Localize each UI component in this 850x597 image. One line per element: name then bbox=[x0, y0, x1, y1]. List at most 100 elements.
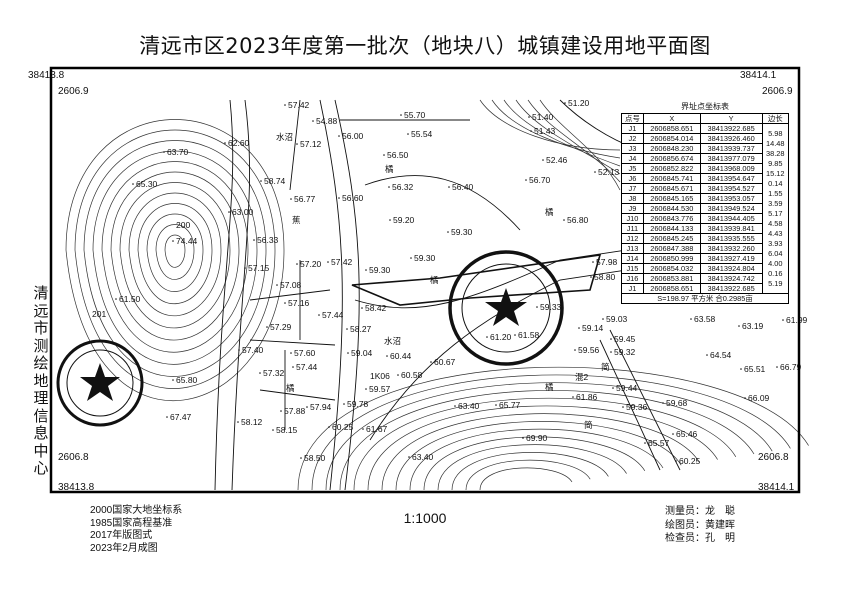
cell-x: 2606847.388 bbox=[642, 243, 701, 254]
spot-height-dot bbox=[300, 457, 302, 459]
cell-x: 2606845.741 bbox=[642, 173, 701, 184]
elevation-label: 59.56 bbox=[578, 345, 600, 355]
elevation-label: 65.80 bbox=[176, 375, 198, 385]
contour-line bbox=[146, 213, 204, 292]
cell-len: 0.16 bbox=[761, 268, 790, 279]
elevation-label: 57.15 bbox=[248, 263, 270, 273]
corner-top-right-y: 38414.1 bbox=[740, 70, 777, 81]
elevation-label: 58.27 bbox=[350, 324, 372, 334]
elevation-label: 59.68 bbox=[666, 398, 688, 408]
map-line bbox=[231, 99, 251, 491]
land-parcel-boundary bbox=[351, 254, 602, 306]
spot-height-dot bbox=[365, 269, 367, 271]
spot-height-dot bbox=[115, 298, 117, 300]
elevation-label: 60.25 bbox=[679, 456, 701, 466]
spot-height-dot bbox=[447, 231, 449, 233]
elevation-label: 60.67 bbox=[434, 357, 456, 367]
elevation-label: 58.74 bbox=[264, 176, 286, 186]
cell-len: 9.85 bbox=[761, 158, 790, 169]
cell-len: 14.48 bbox=[761, 138, 790, 149]
cell-x: 2606845.245 bbox=[642, 233, 701, 244]
elevation-label: 51.40 bbox=[532, 112, 554, 122]
spot-height-dot bbox=[675, 460, 677, 462]
contour-line bbox=[437, 444, 627, 491]
elevation-label: 57.16 bbox=[288, 298, 310, 308]
contour-line bbox=[83, 140, 267, 377]
spot-height-dot bbox=[738, 325, 740, 327]
elevation-label: 56.50 bbox=[387, 150, 409, 160]
map-line bbox=[289, 99, 470, 191]
elevation-label: 57.42 bbox=[288, 100, 310, 110]
elevation-label: 56.00 bbox=[342, 131, 364, 141]
cell-len: 15.12 bbox=[761, 168, 790, 179]
elevation-label: 56.40 bbox=[452, 182, 474, 192]
spot-height-dot bbox=[166, 416, 168, 418]
elevation-label: 59.36 bbox=[626, 402, 648, 412]
spot-height-dot bbox=[644, 442, 646, 444]
cell-y: 38413922.685 bbox=[699, 123, 763, 134]
contour-line bbox=[92, 150, 258, 365]
spot-height-dot bbox=[276, 284, 278, 286]
cell-y: 38413953.057 bbox=[699, 193, 763, 204]
spot-height-dot bbox=[448, 186, 450, 188]
spot-height-dot bbox=[338, 197, 340, 199]
spot-height-dot bbox=[592, 261, 594, 263]
spot-height-dot bbox=[259, 372, 261, 374]
spot-height-dot bbox=[272, 429, 274, 431]
elevation-label: 54.88 bbox=[316, 116, 338, 126]
contour-line bbox=[65, 119, 285, 401]
spot-height-dot bbox=[362, 428, 364, 430]
spot-height-dot bbox=[284, 104, 286, 106]
elevation-label: 56.70 bbox=[529, 175, 551, 185]
elevation-label: 200 bbox=[176, 220, 190, 230]
spot-height-dot bbox=[172, 240, 174, 242]
elevation-label: 60.25 bbox=[332, 422, 354, 432]
cell-x: 2606853.881 bbox=[642, 273, 701, 284]
star-icon bbox=[80, 363, 120, 401]
elevation-label: 65.77 bbox=[499, 400, 521, 410]
elevation-label: 57.12 bbox=[300, 139, 322, 149]
elevation-label: 58.80 bbox=[594, 272, 616, 282]
map-annotation: 水沼 bbox=[276, 132, 293, 142]
elevation-label: 59.20 bbox=[393, 215, 415, 225]
header-length: 边长 bbox=[761, 113, 790, 124]
header-y: Y bbox=[699, 113, 763, 124]
corner-top-right-x: 2606.9 bbox=[762, 86, 793, 97]
elevation-label: 59.78 bbox=[347, 399, 369, 409]
elevation-label: 61.99 bbox=[786, 315, 808, 325]
cell-id: J8 bbox=[621, 193, 644, 204]
spot-height-dot bbox=[280, 410, 282, 412]
contour-line bbox=[367, 405, 718, 491]
spot-height-dot bbox=[536, 306, 538, 308]
map-features bbox=[214, 99, 761, 491]
cell-y: 38413926.460 bbox=[699, 133, 763, 144]
cell-len: 0.14 bbox=[761, 178, 790, 189]
cell-x: 2606854.032 bbox=[642, 263, 701, 274]
elevation-label: 58.50 bbox=[304, 453, 326, 463]
elevation-label: 52.46 bbox=[546, 155, 568, 165]
cell-y: 38413939.737 bbox=[699, 143, 763, 154]
elevation-label: 59.32 bbox=[614, 347, 636, 357]
elevation-label: 59.14 bbox=[582, 323, 604, 333]
contour-line bbox=[110, 171, 240, 341]
cell-y: 38413924.742 bbox=[699, 273, 763, 284]
table-caption: 界址点坐标表 bbox=[681, 102, 729, 111]
spot-height-dot bbox=[244, 267, 246, 269]
spot-height-dot bbox=[594, 171, 596, 173]
spot-height-dot bbox=[672, 433, 674, 435]
contour-line bbox=[479, 99, 621, 151]
cell-id: J14 bbox=[621, 253, 644, 264]
area-summary: S=198.97 平方米 合0.2985亩 bbox=[621, 293, 789, 304]
cell-id: J5 bbox=[621, 163, 644, 174]
spot-height-dot bbox=[296, 143, 298, 145]
cell-len: 3.59 bbox=[761, 198, 790, 209]
elevation-label: 56.80 bbox=[567, 215, 589, 225]
footer-right: 测量员：龙 聪 绘图员：黄建晖 检查员：孔 明 bbox=[665, 505, 735, 546]
elevation-label: 67.47 bbox=[170, 412, 192, 422]
elevation-label: 60.58 bbox=[401, 370, 423, 380]
elevation-label: 1K06 bbox=[370, 371, 390, 381]
checker: 检查员：孔 明 bbox=[665, 533, 735, 544]
elevation-label: 59.45 bbox=[614, 334, 636, 344]
